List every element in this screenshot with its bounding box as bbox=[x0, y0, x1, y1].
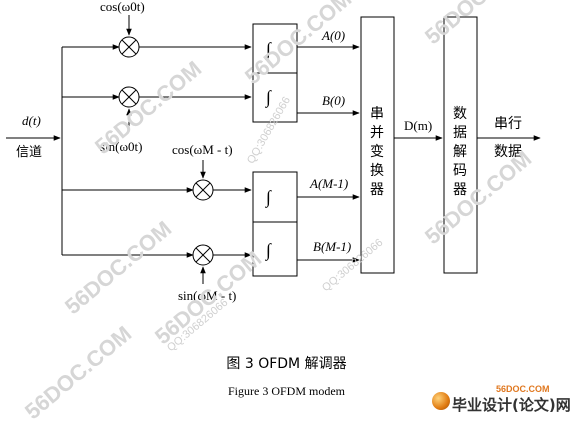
decoder-char-2: 解 bbox=[453, 144, 467, 160]
label-input-signal: d(t) bbox=[22, 113, 41, 128]
site-logo: 56DOC.COM 毕业设计(论文)网 bbox=[430, 384, 573, 414]
logo-site-text: 56DOC.COM bbox=[496, 384, 550, 394]
integrator-sign-2: ∫ bbox=[265, 87, 272, 108]
integrator-sign-3: ∫ bbox=[265, 187, 272, 208]
p2s-char-1: 并 bbox=[370, 125, 384, 141]
label-bm: B(M-1) bbox=[313, 239, 351, 254]
logo-name-text: 毕业设计(论文)网 bbox=[452, 396, 571, 414]
integrator-sign-4: ∫ bbox=[265, 240, 272, 261]
caption-english: Figure 3 OFDM modem bbox=[228, 384, 345, 398]
label-a0: A(0) bbox=[321, 28, 345, 43]
logo-globe-icon bbox=[432, 392, 450, 410]
ofdm-demodulator-diagram: cos(ω0t) sin(ω0t) cos(ωM - t) sin(ωM - t… bbox=[6, 0, 541, 303]
label-cos-top: cos(ω0t) bbox=[100, 0, 145, 14]
p2s-char-2: 变 bbox=[370, 144, 384, 160]
label-sin-top: sin(ω0t) bbox=[100, 139, 143, 154]
integrator-block-bottom bbox=[252, 171, 298, 277]
decoder-char-4: 器 bbox=[453, 182, 467, 198]
caption-chinese: 图 3 OFDM 解调器 bbox=[226, 356, 347, 372]
output-label-2: 数据 bbox=[494, 144, 522, 160]
decoder-char-1: 据 bbox=[453, 125, 467, 141]
output-label-1: 串行 bbox=[494, 116, 522, 132]
decoder-block bbox=[443, 16, 478, 274]
decoder-char-3: 码 bbox=[453, 163, 467, 179]
label-input-channel: 信道 bbox=[16, 145, 42, 160]
mixer-3 bbox=[192, 179, 214, 201]
label-b0: B(0) bbox=[322, 93, 345, 108]
label-sin-bottom: sin(ωM - t) bbox=[178, 288, 236, 303]
label-am: A(M-1) bbox=[309, 176, 348, 191]
mixer-1 bbox=[118, 36, 140, 58]
mixer-2 bbox=[118, 86, 140, 108]
p2s-char-4: 器 bbox=[370, 182, 384, 198]
integrator-sign-1: ∫ bbox=[265, 39, 272, 60]
p2s-char-0: 串 bbox=[370, 106, 384, 122]
p2s-char-3: 换 bbox=[370, 162, 384, 179]
label-cos-bottom: cos(ωM - t) bbox=[172, 142, 233, 157]
decoder-char-0: 数 bbox=[453, 106, 467, 122]
p2s-block bbox=[360, 16, 395, 274]
mixer-4 bbox=[192, 244, 214, 266]
label-dm: D(m) bbox=[404, 118, 432, 133]
